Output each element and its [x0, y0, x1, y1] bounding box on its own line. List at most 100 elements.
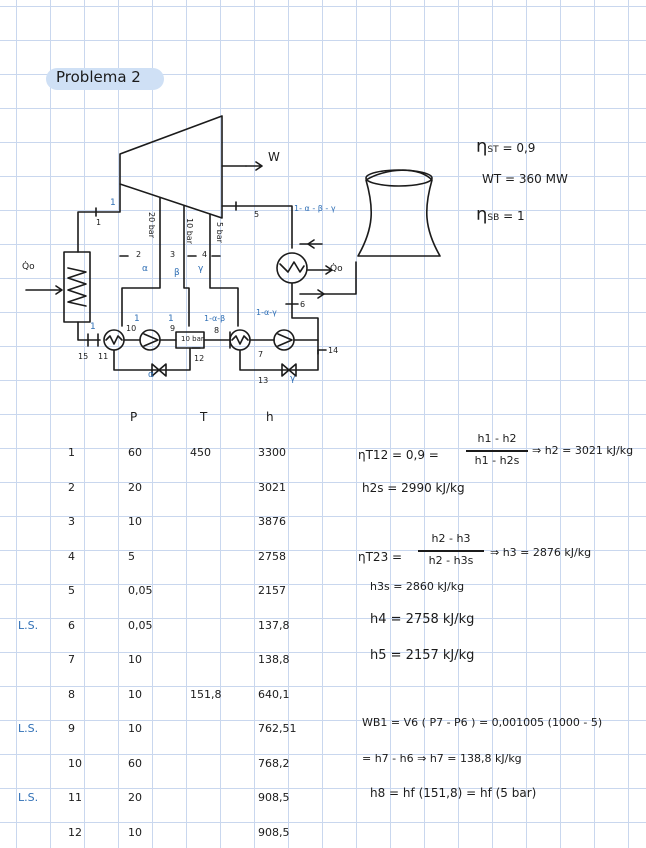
- row-p: 10: [128, 688, 142, 701]
- eq1-lhs: ηT12 = 0,9 =: [358, 448, 439, 462]
- state-label: 12: [194, 354, 204, 363]
- eq3-lhs: ηT23 =: [358, 550, 402, 564]
- row-h: 3300: [258, 446, 286, 459]
- row-t: 151,8: [190, 688, 222, 701]
- state-label: 3: [170, 250, 175, 259]
- q0-arrow: [308, 266, 332, 274]
- eq3-den: h2 - h3s: [418, 554, 484, 567]
- row-p: 10: [128, 653, 142, 666]
- eq3-frac-line: [418, 550, 484, 552]
- heat-out-label: Q̇o: [330, 264, 343, 274]
- state-label: 6: [300, 300, 305, 309]
- eq4: h3s = 2860 kJ/kg: [370, 580, 464, 593]
- row-p: 10: [128, 826, 142, 839]
- boiler-coil: [68, 268, 86, 306]
- heat-input-arrow: [26, 286, 62, 294]
- row-p: 5: [128, 550, 135, 563]
- row-h: 3021: [258, 481, 286, 494]
- eq6: h5 = 2157 kJ/kg: [370, 648, 474, 663]
- row-p: 60: [128, 446, 142, 459]
- mass-label: 1: [168, 314, 174, 324]
- heat-input-label: Q̇o: [22, 262, 35, 272]
- state-label: 15: [78, 352, 88, 361]
- state-label: 13: [258, 376, 268, 385]
- row-state: 9: [68, 722, 75, 735]
- mass-label: 1: [110, 198, 116, 208]
- row-t: 450: [190, 446, 211, 459]
- header-h: h: [266, 410, 274, 424]
- row-state: 8: [68, 688, 75, 701]
- state-label: 2: [136, 250, 141, 259]
- eq3-rhs: ⇒ h3 = 2876 kJ/kg: [490, 546, 591, 559]
- row-h: 2157: [258, 584, 286, 597]
- state-label: 5: [254, 210, 259, 219]
- row-h: 2758: [258, 550, 286, 563]
- row-h: 768,2: [258, 757, 290, 770]
- eq8: = h7 - h6 ⇒ h7 = 138,8 kJ/kg: [362, 752, 522, 765]
- row-h: 762,51: [258, 722, 297, 735]
- row-h: 640,1: [258, 688, 290, 701]
- state-label: 9: [170, 324, 175, 333]
- row-state: 3: [68, 515, 75, 528]
- drain-2: [240, 350, 318, 370]
- frac-ab-label: 1-α-β: [204, 314, 225, 323]
- work-label: W: [268, 150, 280, 164]
- eq1-num: h1 - h2: [466, 432, 528, 445]
- state-label: 1: [96, 218, 101, 227]
- row-p: 10: [128, 722, 142, 735]
- row-state: 2: [68, 481, 75, 494]
- frac-main-label: 1- α - β - γ: [294, 204, 336, 213]
- header-t: T: [200, 410, 207, 424]
- mass-label: 1: [134, 314, 140, 324]
- row-p: 20: [128, 791, 142, 804]
- row-h: 138,8: [258, 653, 290, 666]
- state-label: 11: [98, 352, 108, 361]
- bleed-5-label: 5 bar: [215, 222, 224, 243]
- row-p: 0,05: [128, 584, 153, 597]
- eq2: h2s = 2990 kJ/kg: [362, 481, 465, 495]
- eq1-frac-line: [466, 450, 528, 452]
- row-state: 6: [68, 619, 75, 632]
- gamma-label: γ: [198, 264, 203, 274]
- turbine-shape: [120, 116, 222, 218]
- eq5: h4 = 2758 kJ/kg: [370, 612, 474, 627]
- row-p: 0,05: [128, 619, 153, 632]
- mass-label: 1: [90, 322, 96, 332]
- alpha-drain-label: α: [148, 370, 154, 380]
- row-p: 60: [128, 757, 142, 770]
- bleed-20-label: 20 bar: [147, 212, 156, 238]
- state-label: 10: [126, 324, 136, 333]
- row-state: 4: [68, 550, 75, 563]
- row-state: 1: [68, 446, 75, 459]
- row-state: 11: [68, 791, 82, 804]
- alpha-label: α: [142, 264, 148, 274]
- row-state: 7: [68, 653, 75, 666]
- header-p: P: [130, 410, 137, 424]
- deaerator-label: 10 bar: [181, 335, 204, 343]
- row-state: 12: [68, 826, 82, 839]
- cooling-tower: [358, 170, 440, 256]
- row-ls-label: L.S.: [18, 619, 38, 632]
- eq3-num: h2 - h3: [418, 532, 484, 545]
- eq1-den: h1 - h2s: [466, 454, 528, 467]
- row-h: 3876: [258, 515, 286, 528]
- row-ls-label: L.S.: [18, 791, 38, 804]
- eq1-rhs: ⇒ h2 = 3021 kJ/kg: [532, 444, 633, 457]
- feedwater-line: [78, 322, 100, 340]
- eq7: WB1 = V6 ( P7 - P6 ) = 0,001005 (1000 - …: [362, 716, 602, 729]
- row-h: 137,8: [258, 619, 290, 632]
- bleed-10-label: 10 bar: [185, 218, 194, 244]
- row-h: 908,5: [258, 791, 290, 804]
- row-state: 10: [68, 757, 82, 770]
- row-h: 908,5: [258, 826, 290, 839]
- gamma-drain-label: γ: [290, 374, 295, 384]
- eq9: h8 = hf (151,8) = hf (5 bar): [370, 786, 536, 800]
- state-label: 8: [214, 326, 219, 335]
- state-label: 4: [202, 250, 207, 259]
- beta-label: β: [174, 268, 180, 278]
- row-state: 5: [68, 584, 75, 597]
- state-label: 14: [328, 346, 338, 355]
- row-p: 10: [128, 515, 142, 528]
- condenser-coil: [280, 262, 304, 272]
- row-ls-label: L.S.: [18, 722, 38, 735]
